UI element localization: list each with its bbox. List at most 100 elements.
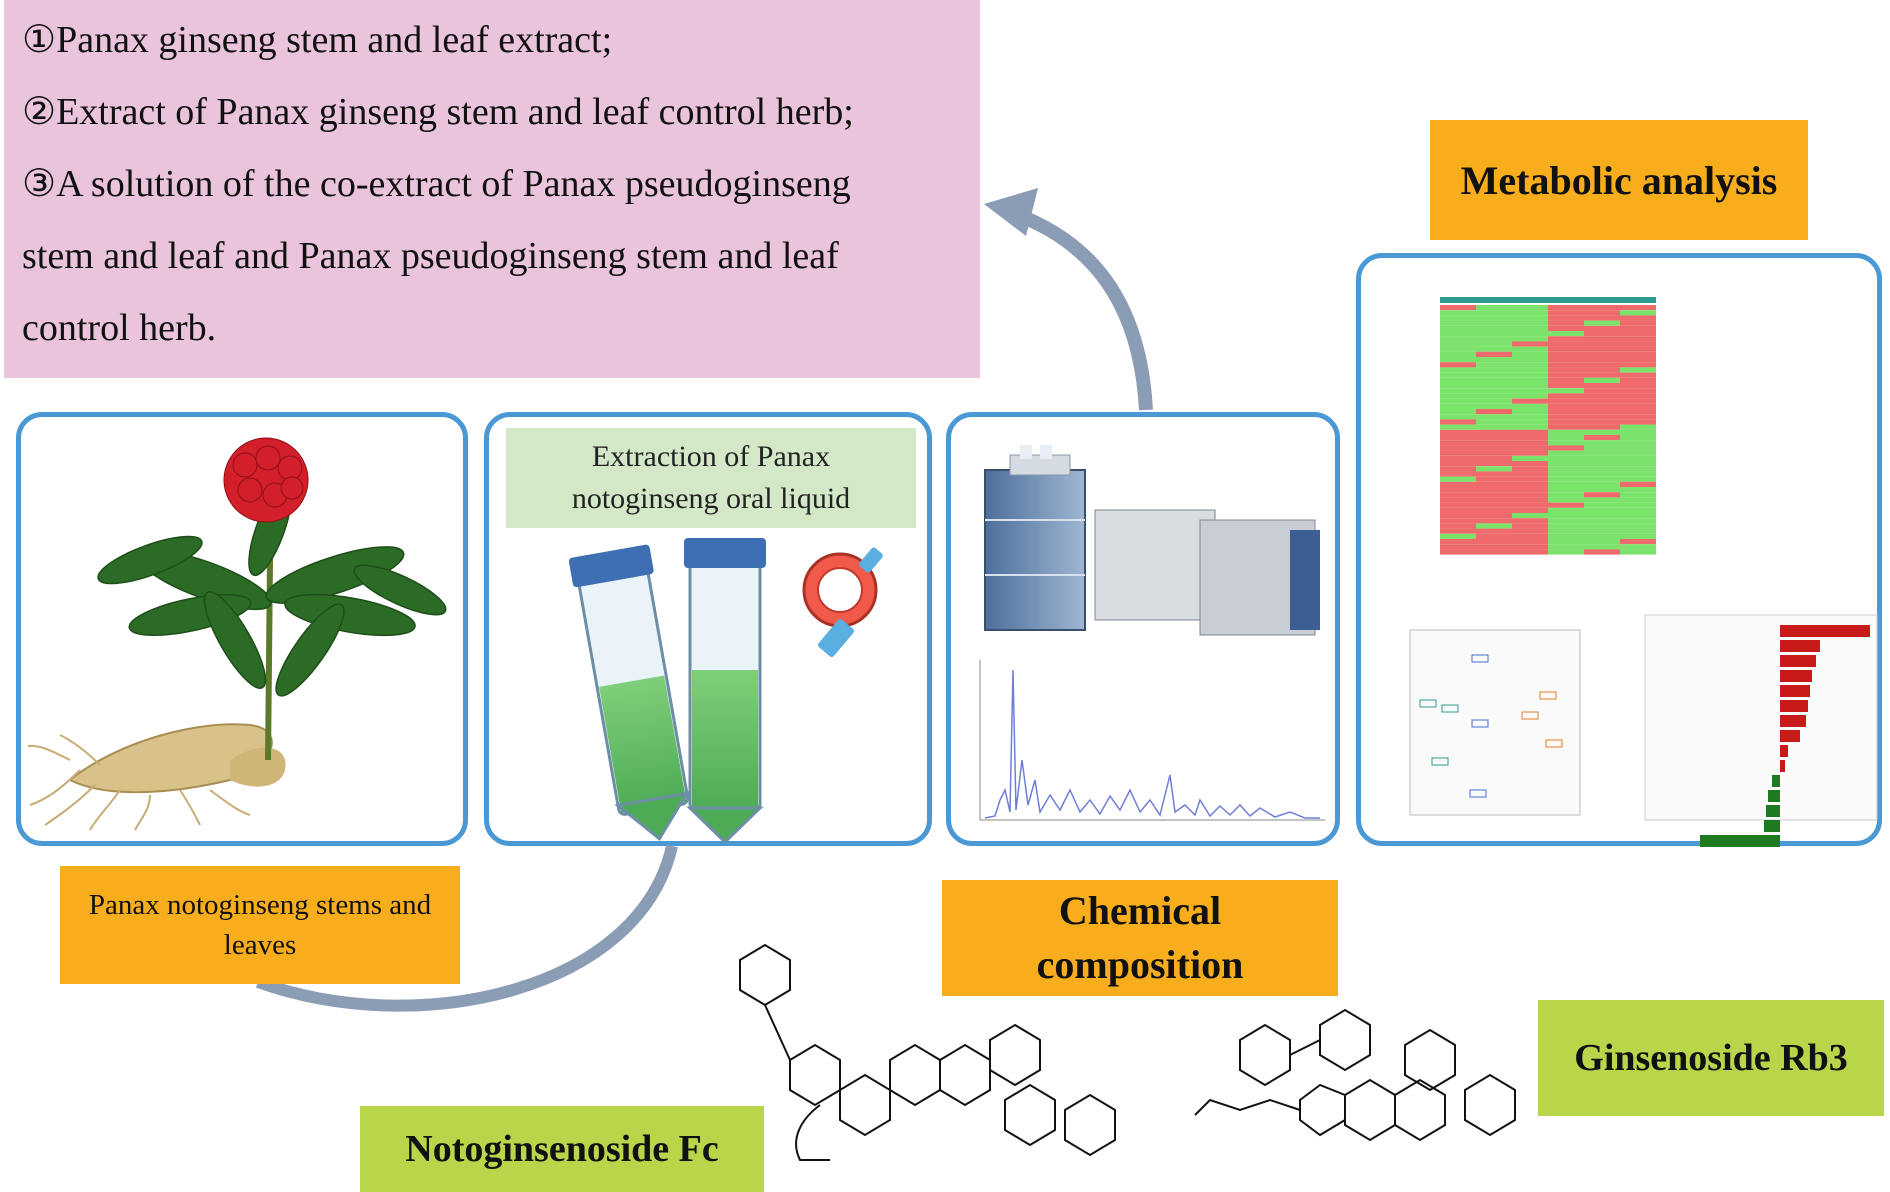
fold-change-bar (1780, 640, 1820, 652)
heatmap-cell (1476, 403, 1512, 409)
heatmap-cell (1512, 357, 1548, 363)
heatmap-cell (1620, 502, 1656, 508)
heatmap-cell (1620, 362, 1656, 368)
bar-chart-icon (1644, 614, 1878, 847)
heatmap-cell (1620, 377, 1656, 383)
ginseng-plant-icon (27, 437, 447, 831)
heatmap-cell (1440, 450, 1476, 456)
heatmap-cell (1440, 507, 1476, 513)
heatmap-cell (1512, 341, 1548, 347)
heatmap-cell (1476, 351, 1512, 357)
heatmap-cell (1512, 377, 1548, 383)
heatmap-cell (1620, 372, 1656, 378)
heatmap-cell (1440, 528, 1476, 534)
heatmap-cell (1584, 502, 1620, 508)
heatmap-cell (1548, 476, 1584, 482)
heatmap-cell (1584, 518, 1620, 524)
heatmap-cell (1476, 487, 1512, 493)
heatmap-cell (1512, 539, 1548, 545)
heatmap-group-band (1440, 297, 1656, 303)
heatmap-cell (1440, 325, 1476, 331)
heatmap-cell (1620, 331, 1656, 337)
heatmap-cell (1584, 528, 1620, 534)
heatmap-cell (1620, 476, 1656, 482)
heatmap-cell (1476, 492, 1512, 498)
heatmap-cell (1476, 549, 1512, 555)
heatmap-cell (1548, 502, 1584, 508)
heatmap-cell (1584, 466, 1620, 472)
heatmap-cell (1584, 372, 1620, 378)
heatmap-cell (1584, 523, 1620, 529)
heatmap-cell (1512, 325, 1548, 331)
heatmap-cell (1548, 507, 1584, 513)
heatmap-cell (1548, 528, 1584, 534)
heatmap-cell (1512, 471, 1548, 477)
heatmap-cell (1584, 539, 1620, 545)
heatmap-cell (1584, 377, 1620, 383)
heatmap-cell (1548, 492, 1584, 498)
heatmap-cell (1584, 357, 1620, 363)
heatmap-cell (1512, 533, 1548, 539)
heatmap-cell (1584, 351, 1620, 357)
heatmap-cell (1548, 419, 1584, 425)
heatmap-cell (1548, 429, 1584, 435)
heatmap-cell (1512, 549, 1548, 555)
heatmap-cell (1620, 518, 1656, 524)
heatmap-cell (1548, 549, 1584, 555)
heatmap-cell (1440, 305, 1476, 311)
heatmap-cell (1548, 481, 1584, 487)
fold-change-bar (1780, 700, 1808, 712)
heatmap-cell (1476, 544, 1512, 550)
heatmap-cell (1440, 341, 1476, 347)
heatmap-cell (1476, 388, 1512, 394)
heatmap-cell (1548, 388, 1584, 394)
heatmap-cell (1512, 528, 1548, 534)
heatmap-cell (1440, 429, 1476, 435)
heatmap-cell (1476, 528, 1512, 534)
heatmap-cell (1620, 445, 1656, 451)
heatmap-cell (1548, 403, 1584, 409)
heatmap-cell (1512, 523, 1548, 529)
heatmap-cell (1548, 409, 1584, 415)
heatmap-cell (1584, 414, 1620, 420)
heatmap-cell (1440, 523, 1476, 529)
heatmap-cell (1440, 518, 1476, 524)
heatmap-cell (1584, 398, 1620, 404)
heatmap-cell (1620, 523, 1656, 529)
heatmap-cell (1476, 393, 1512, 399)
heatmap-cell (1476, 461, 1512, 467)
heatmap-cell (1440, 502, 1476, 508)
heatmap-cell (1440, 357, 1476, 363)
heatmap-cell (1548, 544, 1584, 550)
heatmap-cell (1476, 424, 1512, 430)
description-line-3: ③A solution of the co-extract of Panax p… (22, 163, 851, 205)
heatmap-cell (1584, 492, 1620, 498)
ginsenoside-rb3-label: Ginsenoside Rb3 (1538, 1000, 1884, 1116)
cycle-connector-curve (255, 844, 678, 1012)
heatmap-cell (1476, 305, 1512, 311)
heatmap-cell (1440, 492, 1476, 498)
heatmap-cell (1620, 533, 1656, 539)
fold-change-bar (1780, 745, 1788, 757)
heatmap-cell (1548, 466, 1584, 472)
heatmap-cell (1620, 450, 1656, 456)
chemical-composition-label: Chemical composition (942, 880, 1338, 996)
heatmap-cell (1512, 424, 1548, 430)
heatmap-cell (1548, 518, 1584, 524)
heatmap-cell (1548, 497, 1584, 503)
heatmap-cell (1476, 440, 1512, 446)
heatmap-cell (1620, 388, 1656, 394)
heatmap-cell (1440, 383, 1476, 389)
molecule-structure-icon (739, 943, 1516, 1161)
heatmap-cell (1584, 388, 1620, 394)
heatmap-cell (1476, 450, 1512, 456)
heatmap-cell (1476, 497, 1512, 503)
heatmap-cell (1512, 461, 1548, 467)
heatmap-cell (1584, 383, 1620, 389)
heatmap-cell (1440, 320, 1476, 326)
heatmap-cell (1584, 315, 1620, 321)
description-line-1: ①Panax ginseng stem and leaf extract; (22, 19, 613, 61)
heatmap-cell (1584, 393, 1620, 399)
heatmap-cell (1512, 497, 1548, 503)
heatmap-cell (1584, 320, 1620, 326)
